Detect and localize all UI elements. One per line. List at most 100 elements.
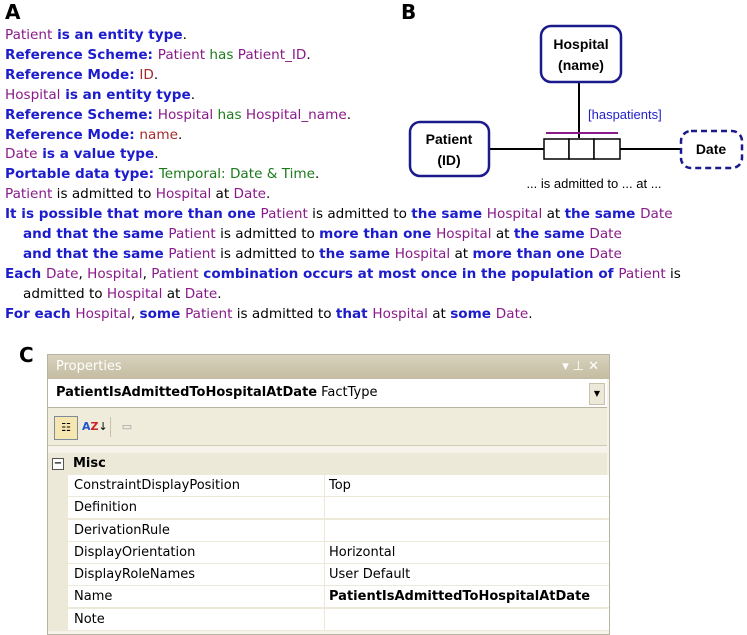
property-value[interactable] xyxy=(324,497,609,520)
verbalization-fragment: ID xyxy=(139,66,154,83)
verbalization-fragment: Date xyxy=(5,146,38,163)
pin-icon[interactable]: ⊥ xyxy=(572,359,589,374)
verbalization-fragment: . xyxy=(153,66,159,83)
verbalization-fragment: Patient xyxy=(151,265,199,282)
verbalization-fragment: Hospital_name xyxy=(245,106,347,123)
verbalization-line: Reference Mode: ID. xyxy=(5,66,747,86)
property-row[interactable]: Definition xyxy=(48,497,609,520)
property-pages-icon[interactable]: ▭ xyxy=(121,420,133,433)
verbalization-fragment: It is possible that more than one xyxy=(5,206,261,223)
verbalization-fragment: is admitted to xyxy=(307,206,412,223)
verbalization-fragment: . xyxy=(190,86,196,103)
property-row[interactable]: DerivationRule xyxy=(48,519,609,542)
verbalization-fragment: . xyxy=(182,27,187,43)
property-value[interactable] xyxy=(324,608,609,631)
property-row[interactable]: Note xyxy=(48,608,609,632)
verbalization-fragment: Hospital xyxy=(436,226,492,243)
verbalization-fragment: name xyxy=(139,126,178,143)
property-name: Definition xyxy=(68,497,329,520)
verbalization-fragment: . xyxy=(154,146,159,163)
verbalization-fragment: Date xyxy=(495,305,529,322)
property-value[interactable]: PatientIsAdmittedToHospitalAtDate xyxy=(324,586,609,609)
verbalization-fragment: more than one xyxy=(472,245,590,262)
orm-diagram: Hospital (name) Patient (ID) Date [haspa… xyxy=(408,24,744,191)
verbalization-fragment: Hospital xyxy=(87,265,143,282)
verbalization-line: Portable data type: Temporal: Date & Tim… xyxy=(5,165,747,185)
verbalization-fragment: the same xyxy=(564,206,641,223)
verbalization-fragment: . xyxy=(306,46,311,63)
verbalization-fragment: Date xyxy=(45,265,79,282)
verbalization-fragment: For each xyxy=(5,305,76,322)
verbalization-line: Date is a value type. xyxy=(5,145,747,165)
collapse-icon[interactable]: − xyxy=(52,458,64,470)
verbalization-fragment: Hospital xyxy=(157,106,214,123)
verbalization-line: Reference Mode: name. xyxy=(5,126,747,146)
property-value[interactable]: Top xyxy=(324,475,609,497)
property-value[interactable] xyxy=(324,519,609,542)
verbalization-fragment: Hospital xyxy=(155,186,212,203)
verbalization-fragment: . xyxy=(528,305,533,322)
verbalization-fragment: Reference Scheme: xyxy=(5,46,158,63)
patient-entity-box xyxy=(408,120,491,178)
window-dropdown-icon[interactable]: ▾ xyxy=(562,359,573,374)
verbalization-fragment: Reference Mode: xyxy=(5,126,140,143)
verbalization-fragment: is admitted to xyxy=(215,245,320,262)
verbalization-fragment: that xyxy=(335,305,373,322)
verbalization-fragment: Hospital xyxy=(486,206,543,223)
verbalization-fragment: , xyxy=(130,305,140,322)
property-name: DisplayOrientation xyxy=(68,541,329,564)
verbalization-fragment: has xyxy=(213,106,246,123)
verbalization-fragment: the same xyxy=(411,206,487,223)
selected-object-name: PatientIsAdmittedToHospitalAtDate xyxy=(56,385,318,400)
verbalization-fragment: Date xyxy=(184,285,218,302)
verbalization-fragment: is an entity type xyxy=(52,27,183,43)
close-icon[interactable]: ✕ xyxy=(588,359,603,374)
verbalization-fragment: the same xyxy=(513,226,590,243)
verbalization-fragment: some xyxy=(450,305,496,322)
verbalization-line: admitted to Hospital at Date. xyxy=(5,285,747,305)
verbalization-fragment: . xyxy=(177,126,183,143)
verbalization-fragment: Patient xyxy=(168,226,216,243)
property-value[interactable]: User Default xyxy=(324,564,609,587)
properties-window: Properties ▾⊥✕ PatientIsAdmittedToHospit… xyxy=(47,354,610,635)
category-header-misc[interactable]: − Misc xyxy=(48,453,607,475)
verbalization-fragment: and that the same xyxy=(23,226,169,243)
verbalization-fragment: , xyxy=(142,265,152,282)
verbalization-line: For each Hospital, some Patient is admit… xyxy=(5,305,747,325)
panel-label-a: A xyxy=(5,0,21,24)
verbalization-fragment: and that the same xyxy=(23,245,169,262)
verbalization-line: Patient is an entity type. xyxy=(5,26,747,46)
property-name: Name xyxy=(68,586,329,609)
fact-type-reading: ... is admitted to ... at ... xyxy=(526,176,661,191)
verbalization-fragment: Hospital xyxy=(372,305,428,322)
verbalization-fragment: Patient xyxy=(260,206,308,223)
verbalization-fragment: Hospital xyxy=(106,285,163,302)
verbalization-fragment: is xyxy=(665,265,681,282)
date-value-type-box xyxy=(679,129,744,170)
verbalization-fragment: Date xyxy=(640,206,673,223)
verbalization-fragment: Portable data type: xyxy=(5,166,159,183)
verbalization-fragment: Patient xyxy=(5,186,53,203)
alphabetical-sort-icon[interactable]: AZ↓ xyxy=(82,420,108,433)
property-value[interactable]: Horizontal xyxy=(324,541,609,564)
role-box-date xyxy=(593,138,621,160)
panel-label-b: B xyxy=(401,0,417,24)
verbalization-fragment: combination occurs at most once in the p… xyxy=(198,265,619,282)
verbalization-line: Patient is admitted to Hospital at Date. xyxy=(5,185,747,205)
verbalization-fragment: the same xyxy=(319,245,395,262)
properties-title: Properties xyxy=(56,359,122,374)
category-label: Misc xyxy=(73,456,106,471)
verbalization-fragment: at xyxy=(427,305,451,322)
selector-dropdown-icon[interactable]: ▼ xyxy=(589,383,605,405)
verbalization-fragment: . xyxy=(346,106,352,123)
categorized-view-icon[interactable]: ☷ xyxy=(54,416,78,440)
properties-titlebar: Properties ▾⊥✕ xyxy=(48,355,609,379)
verbalization-fragment: admitted to xyxy=(23,285,107,302)
patient-entity-name: Patient xyxy=(426,131,473,147)
verbalization-fragment: Hospital xyxy=(75,305,131,322)
